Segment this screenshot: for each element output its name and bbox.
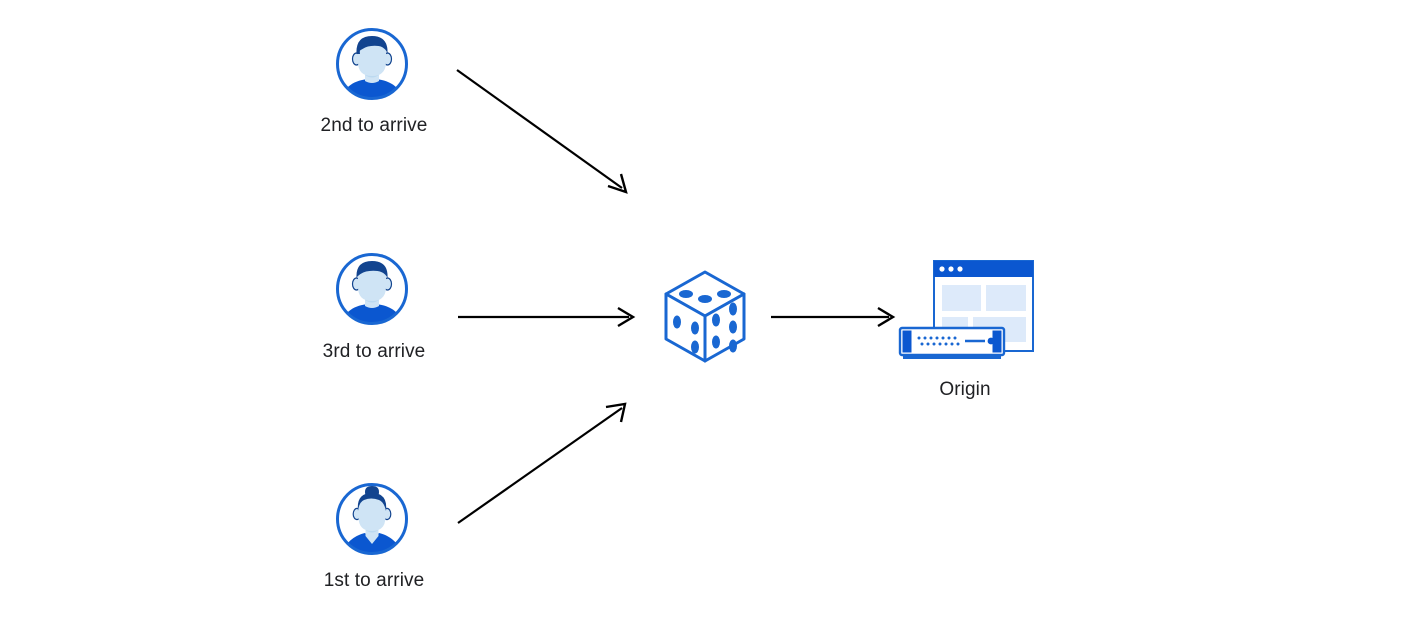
avatar-client-3rd — [334, 251, 410, 327]
arrow-client2-to-dice — [456, 69, 628, 194]
label-client-3rd: 3rd to arrive — [322, 341, 426, 362]
label-origin: Origin — [939, 379, 991, 400]
user-avatar-icon — [336, 28, 408, 100]
user-avatar-long-hair-icon — [336, 483, 408, 555]
server-status-led — [987, 337, 995, 345]
origin-icon-graphic — [898, 260, 1034, 359]
arrow-dice-to-origin — [771, 306, 896, 328]
avatar-client-1st — [334, 481, 410, 557]
server-appliance — [898, 326, 1006, 359]
label-client-1st: 1st to arrive — [323, 570, 425, 591]
arrow-client3-to-dice — [458, 306, 636, 328]
server-vent-dots — [917, 336, 960, 346]
arrow-client1-to-dice — [457, 402, 627, 524]
label-client-2nd: 2nd to arrive — [320, 115, 428, 136]
origin-server-icon — [897, 258, 1037, 363]
dice-pips — [673, 290, 737, 354]
user-avatar-icon — [336, 253, 408, 325]
dice-cube — [664, 270, 746, 363]
dice-icon — [659, 268, 751, 366]
avatar-client-2nd — [334, 26, 410, 102]
browser-titlebar-dots — [939, 266, 963, 272]
